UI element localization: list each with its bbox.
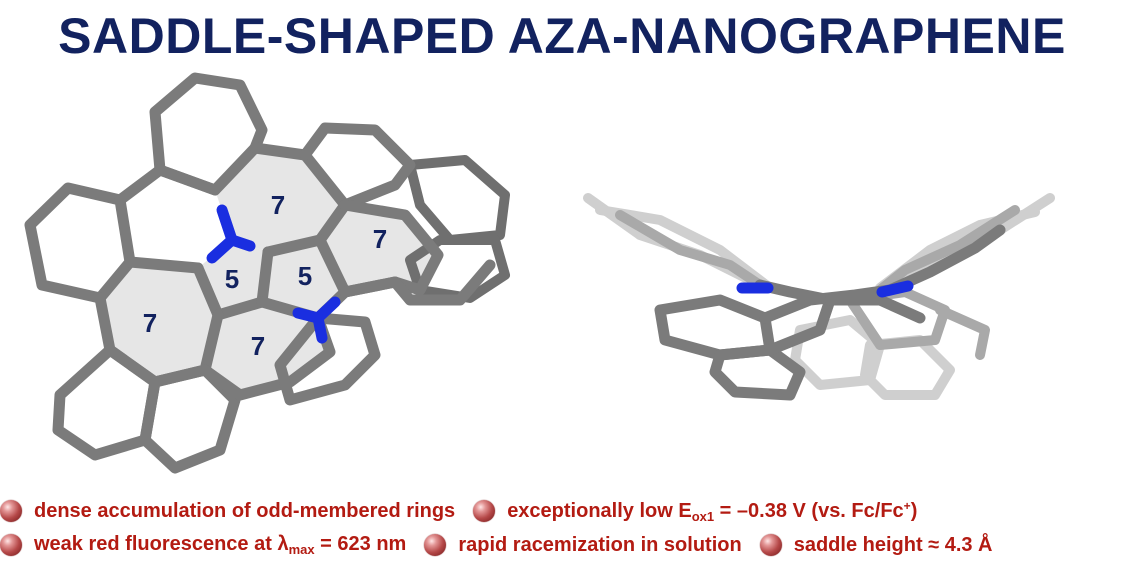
bullet-odd-rings: dense accumulation of odd-membered rings (0, 500, 455, 523)
ring-7-left (100, 262, 218, 382)
bullet-ball-icon (0, 500, 22, 522)
bullet-text: exceptionally low Eox1 = –0.38 V (vs. Fc… (507, 498, 918, 524)
bullet-text: rapid racemization in solution (458, 533, 742, 556)
nitrogen-bonds (206, 204, 341, 344)
ring-label-7-bottom: 7 (251, 331, 265, 361)
ring-label-7-top: 7 (271, 190, 285, 220)
ring-label-7-right: 7 (373, 224, 387, 254)
bullet-oxidation-potential: exceptionally low Eox1 = –0.38 V (vs. Fc… (473, 499, 917, 524)
bullet-racemization: rapid racemization in solution (424, 533, 742, 557)
bullet-text: dense accumulation of odd-membered rings (34, 499, 456, 522)
bullet-ball-icon (424, 534, 447, 556)
bullet-text: weak red fluorescence at λmax = 623 nm (34, 533, 407, 557)
bonds-back (405, 155, 510, 303)
bullet-text: saddle height ≈ 4.3 Å (793, 533, 993, 556)
molecule-diagrams: 7 7 5 5 7 7 (24, 72, 1055, 474)
bullet-saddle-height: saddle height ≈ 4.3 Å (759, 533, 993, 557)
ring-label-7-left: 7 (143, 308, 157, 338)
molecule-side-view (583, 193, 1055, 401)
ring-label-5-right: 5 (298, 261, 312, 291)
bullet-ball-icon (0, 534, 22, 556)
bullet-row-2: weak red fluorescence at λmax = 623 nm r… (0, 528, 1011, 562)
ring-label-5-left: 5 (225, 264, 239, 294)
bullet-row-1: dense accumulation of odd-membered rings… (0, 494, 935, 528)
side-nitrogen-bonds (736, 280, 914, 298)
molecule-top-view: 7 7 5 5 7 7 (24, 72, 510, 474)
page-title: SADDLE-SHAPED AZA-NANOGRAPHENE (58, 8, 1066, 64)
bullet-fluorescence: weak red fluorescence at λmax = 623 nm (0, 533, 406, 557)
ring-7-top (215, 148, 345, 252)
bullet-ball-icon (473, 500, 496, 522)
bullet-ball-icon (759, 534, 782, 556)
